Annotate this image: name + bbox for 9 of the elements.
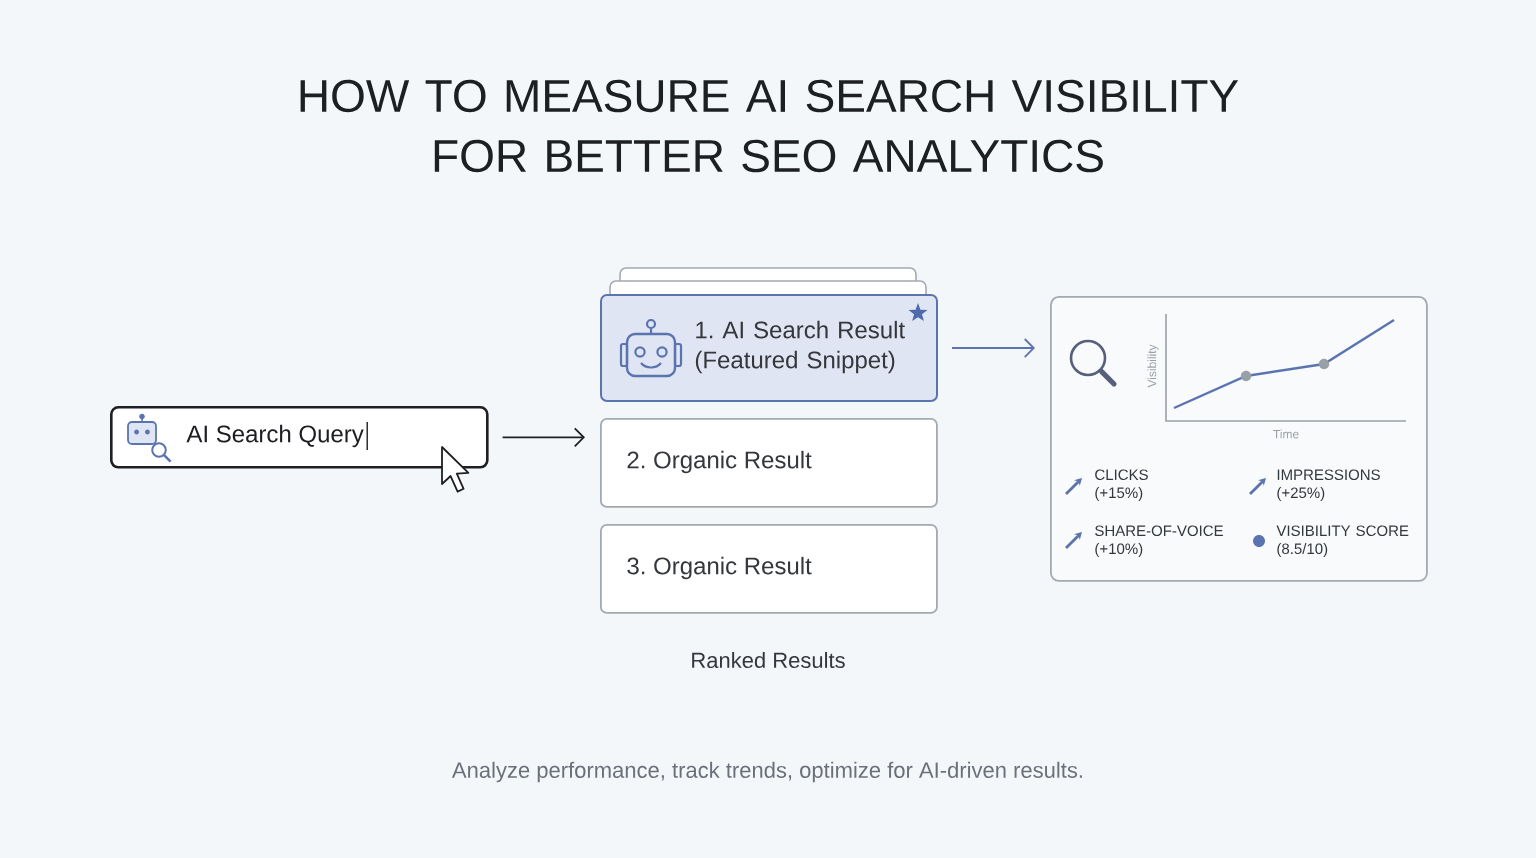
title: HOW TO MEASURE AI SEARCH VISIBILITY FOR BETTER SEO ANALYTICS xyxy=(300,79,1239,173)
arrow xyxy=(501,427,585,448)
featured-result-card: 1. AI Search Result (Featured Snippet) xyxy=(600,294,938,402)
caption: Analyze performance, track trends, optimize for AI-driven results. xyxy=(451,761,1082,783)
arrow xyxy=(951,338,1035,358)
result-card: 3. Organic Result xyxy=(600,524,938,614)
result-card: 2. Organic Result xyxy=(600,418,938,508)
search-field: AI Search Query xyxy=(110,406,489,469)
column-caption: Ranked Results xyxy=(692,651,845,669)
